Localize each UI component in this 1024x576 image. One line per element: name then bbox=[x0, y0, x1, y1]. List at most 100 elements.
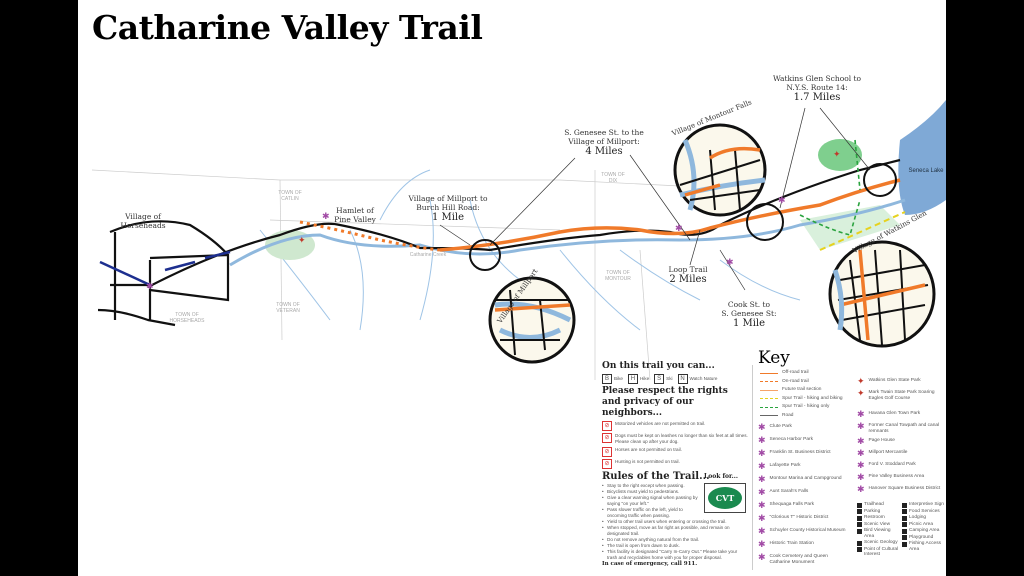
inset-watkins-glen bbox=[828, 240, 936, 348]
rule-item: Pass slower traffic on the left, yield t… bbox=[602, 507, 748, 519]
amenity-item: Bird Viewing Area bbox=[857, 528, 899, 539]
respect-text: Motorized vehicles are not permitted on … bbox=[615, 421, 706, 426]
poi-star-icon[interactable]: ✱ bbox=[322, 212, 330, 222]
key-site-row: ✱Aunt Sarah's Falls bbox=[758, 489, 850, 498]
key-site-item: "Glorious T" Historic District bbox=[769, 515, 829, 520]
amenity-icon bbox=[857, 502, 862, 508]
spur-trail-hike-bike bbox=[819, 211, 906, 251]
rule-item: This facility is designated "Carry In-Ca… bbox=[602, 549, 748, 561]
legend-line-label: Future trail section bbox=[782, 387, 822, 392]
poi-star-icon[interactable]: ✱ bbox=[778, 196, 786, 206]
legend-line-label: Spur Trail - hiking only bbox=[782, 404, 830, 409]
key-site-item: Ford V. Stoddard Park bbox=[868, 462, 916, 467]
activity-label: Bike bbox=[614, 376, 623, 381]
key-site-item: Montour Marina and Campground bbox=[769, 476, 842, 481]
amenity-icon bbox=[857, 509, 862, 514]
amenity-icon bbox=[857, 522, 862, 527]
label-catharine-creek: Catharine Creek bbox=[409, 252, 447, 258]
amenity-item: Camping Area bbox=[902, 528, 944, 534]
amenity-item: Fishing Access Area bbox=[902, 541, 944, 552]
poi-star-icon[interactable]: ✱ bbox=[146, 282, 154, 292]
amenity-icon bbox=[857, 515, 862, 521]
amenity-item: Parking bbox=[857, 508, 899, 514]
amenity-icon bbox=[902, 528, 907, 534]
seneca-lake bbox=[898, 100, 946, 215]
key-site-item: Historic Train Station bbox=[769, 541, 814, 546]
poi-star-icon: ✱ bbox=[857, 422, 865, 432]
poi-star-icon[interactable]: ✱ bbox=[675, 224, 683, 234]
no-motor-icon: ⊘ bbox=[602, 421, 612, 431]
amenity-label: Trailhead bbox=[864, 502, 884, 507]
key-site-row: ✱Former Canal Towpath and canal remnants bbox=[857, 423, 945, 435]
legend-line-row: Road bbox=[760, 413, 850, 419]
poi-star-icon: ✱ bbox=[758, 436, 766, 446]
leader-lines bbox=[439, 107, 871, 291]
amenity-label: Scenic Geology bbox=[864, 540, 898, 545]
amenity-item: Restroom bbox=[857, 515, 899, 521]
amenity-label: Picnic Area bbox=[909, 521, 933, 527]
legend-line-row: Spur Trail - hiking and biking bbox=[760, 396, 850, 402]
legend-line-swatch bbox=[760, 406, 778, 408]
key-site-row: ✱Lafayette Park bbox=[758, 463, 850, 472]
key-site-row: ✦Mark Twain State Park Soaring Eagles Go… bbox=[857, 390, 945, 402]
rule-item: Do not remove anything natural from the … bbox=[602, 537, 748, 543]
highway bbox=[99, 250, 231, 287]
poi-star-icon: ✱ bbox=[758, 423, 766, 433]
activity-label: Watch Nature bbox=[689, 376, 718, 381]
poi-star-icon: ✱ bbox=[758, 540, 766, 550]
key-site-row: ✱Cook Cemetery and Queen Catharine Monum… bbox=[758, 554, 850, 566]
amenity-item: Scenic View bbox=[857, 522, 899, 527]
label-seneca-lake: Seneca Lake bbox=[908, 168, 944, 174]
amenity-label: Parking bbox=[864, 508, 881, 514]
legend-line-swatch bbox=[760, 415, 778, 416]
legend-line-swatch bbox=[760, 389, 778, 391]
label-horseheads: Village of Horseheads bbox=[120, 212, 166, 230]
key-site-row: ✱Ford V. Stoddard Park bbox=[857, 462, 945, 471]
key-site-row: ✱"Glorious T" Historic District bbox=[758, 515, 850, 524]
dog-leash-icon: ⊘ bbox=[602, 433, 612, 443]
key-site-item: Clute Park bbox=[769, 424, 792, 429]
poi-star-icon: ✱ bbox=[857, 410, 865, 420]
key-site-row: ✱Historic Train Station bbox=[758, 541, 850, 550]
key-site-item: Mark Twain State Park Soaring Eagles Gol… bbox=[868, 390, 935, 401]
label-pine-valley: Hamlet of Pine Valley bbox=[334, 206, 376, 224]
legend-line-label: Road bbox=[782, 412, 794, 418]
label-town-montour: TOWN OF MONTOUR bbox=[605, 270, 631, 282]
poi-star-icon[interactable]: ✱ bbox=[726, 258, 734, 268]
legend-line-swatch bbox=[760, 372, 778, 374]
key-site-row: ✱Havana Glen Town Park bbox=[857, 411, 945, 420]
hike-icon: H bbox=[627, 374, 638, 384]
inset-montour-falls bbox=[673, 123, 767, 217]
trail-map bbox=[91, 100, 946, 381]
state-park-leaf-icon[interactable]: ✦ bbox=[298, 236, 306, 246]
label-town-veteran: TOWN OF VETERAN bbox=[276, 302, 300, 314]
key-site-item: Franklin St. Business District bbox=[769, 450, 831, 455]
roads bbox=[97, 158, 901, 327]
state-park-leaf-icon: ✦ bbox=[857, 377, 865, 387]
on-road-trail bbox=[299, 220, 441, 252]
amenity-label: Restroom bbox=[864, 515, 885, 520]
state-park-leaf-icon: ✦ bbox=[857, 389, 865, 399]
rule-item: Stay to the right except when passing. bbox=[602, 483, 748, 489]
legend-line-row: Off-road trail bbox=[760, 370, 850, 376]
queen-catharine-marsh bbox=[800, 205, 900, 250]
catharine-creek bbox=[229, 198, 906, 267]
key-site-item: Pine Valley Business Area bbox=[868, 474, 925, 479]
amenity-label: Playground bbox=[909, 534, 934, 540]
amenity-item: Playground bbox=[902, 534, 944, 540]
state-park-leaf-icon[interactable]: ✦ bbox=[833, 150, 841, 160]
amenity-icon bbox=[902, 522, 907, 527]
rule-item: Yield to other trail users when entering… bbox=[602, 519, 748, 525]
poi-star-icon: ✱ bbox=[758, 553, 766, 563]
label-town-catlin: TOWN OF CATLIN bbox=[278, 190, 302, 202]
divider bbox=[752, 365, 753, 570]
poi-star-icon: ✱ bbox=[758, 527, 766, 537]
key-site-row: ✱Seneca Harbor Park bbox=[758, 437, 850, 446]
amenity-icon bbox=[902, 502, 907, 508]
legend-line-swatch bbox=[760, 381, 778, 382]
